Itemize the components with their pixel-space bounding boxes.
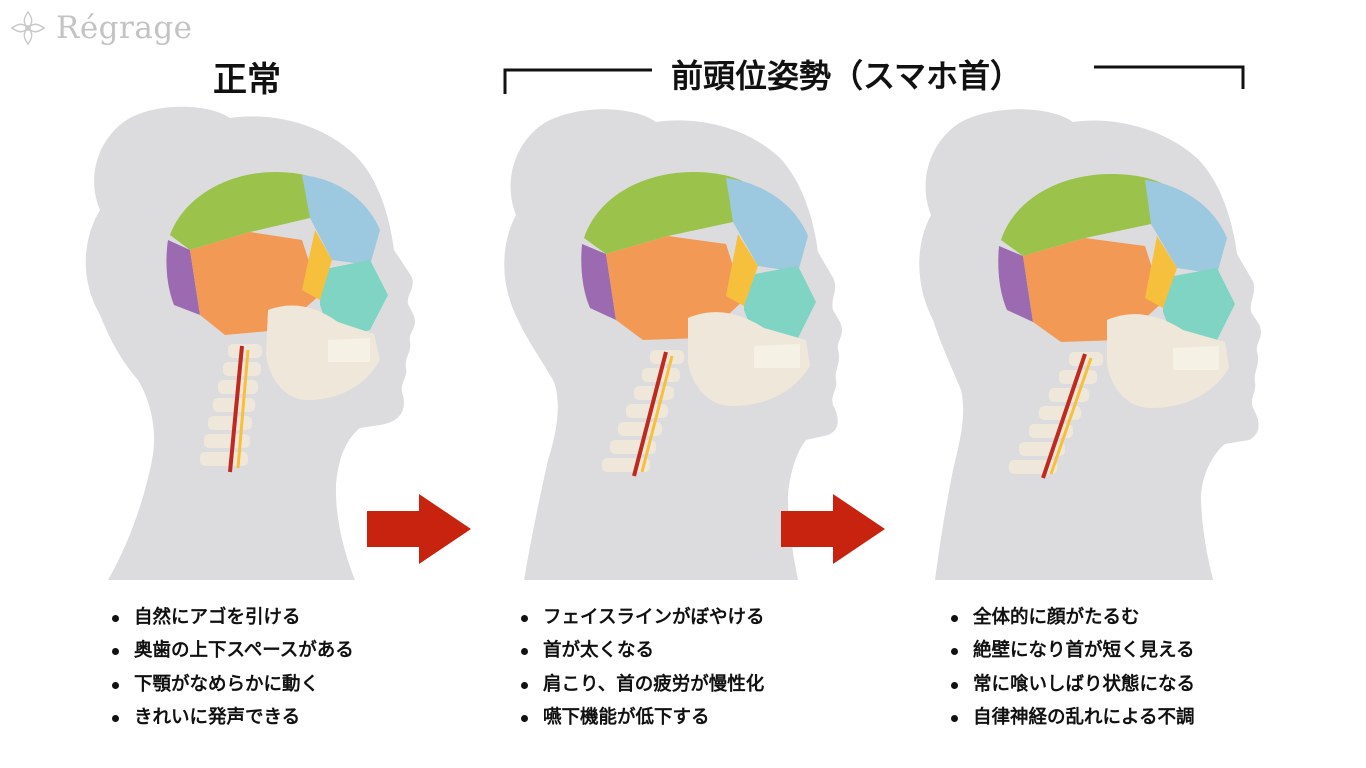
- heading-bracket: [503, 65, 1245, 94]
- brand-logo: Régrage: [8, 8, 193, 48]
- bullet-list-forward-head-1: フェイスラインがぼやける 首が太くなる 肩こり、首の疲労が慢性化 嚥下機能が低下…: [517, 604, 764, 737]
- flower-icon: [10, 10, 46, 46]
- figure-normal-posture: [70, 100, 430, 580]
- skull-model: [998, 174, 1235, 408]
- brand-name: Régrage: [56, 10, 193, 46]
- cervical-spine: [602, 350, 684, 477]
- list-item: フェイスラインがぼやける: [517, 604, 764, 637]
- bullet-list-forward-head-2: 全体的に顔がたるむ 絶壁になり首が短く見える 常に喰いしばり状態になる 自律神経…: [947, 604, 1195, 737]
- skull-model: [581, 172, 816, 406]
- list-item: 肩こり、首の疲労が慢性化: [517, 671, 764, 704]
- cervical-spine: [200, 344, 262, 473]
- list-item: 常に喰いしばり状態になる: [947, 671, 1195, 704]
- list-item: 奥歯の上下スペースがある: [108, 637, 354, 670]
- list-item: 首が太くなる: [517, 637, 764, 670]
- bullet-list-normal: 自然にアゴを引ける 奥歯の上下スペースがある 下顎がなめらかに動く きれいに発声…: [108, 604, 354, 737]
- list-item: きれいに発声できる: [108, 704, 354, 737]
- arrow-right-icon: [781, 494, 885, 564]
- arrow-right-icon: [367, 494, 471, 564]
- figure-forward-head-1: [488, 100, 848, 580]
- heading-normal: 正常: [213, 60, 281, 100]
- list-item: 自然にアゴを引ける: [108, 604, 354, 637]
- list-item: 絶壁になり首が短く見える: [947, 637, 1195, 670]
- list-item: 自律神経の乱れによる不調: [947, 704, 1195, 737]
- list-item: 嚥下機能が低下する: [517, 704, 764, 737]
- figure-forward-head-2: [903, 100, 1263, 580]
- list-item: 全体的に顔がたるむ: [947, 604, 1195, 637]
- skull-model: [166, 172, 388, 400]
- cervical-spine: [1009, 352, 1103, 479]
- heading-forward-head-posture: 前頭位姿勢（スマホ首）: [671, 57, 1023, 95]
- list-item: 下顎がなめらかに動く: [108, 671, 354, 704]
